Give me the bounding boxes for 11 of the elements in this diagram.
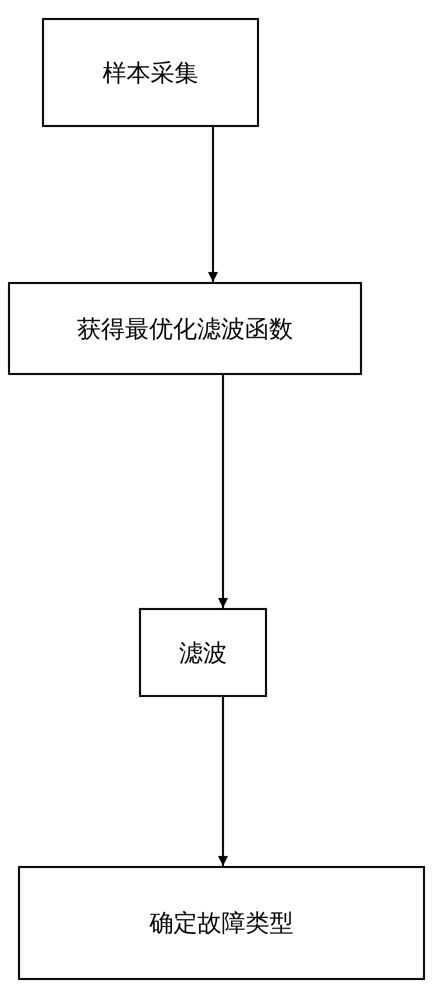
box-label: 确定故障类型	[150, 910, 294, 939]
arrow	[218, 375, 228, 608]
arrow	[208, 127, 218, 282]
process-box	[8, 282, 362, 375]
arrow	[218, 697, 228, 866]
process-box	[139, 608, 267, 697]
process-box	[42, 18, 259, 127]
box-label: 滤波	[179, 640, 227, 668]
box-label: 获得最优化滤波函数	[77, 316, 293, 344]
process-box	[18, 866, 425, 980]
box-label: 样本采集	[102, 60, 198, 88]
